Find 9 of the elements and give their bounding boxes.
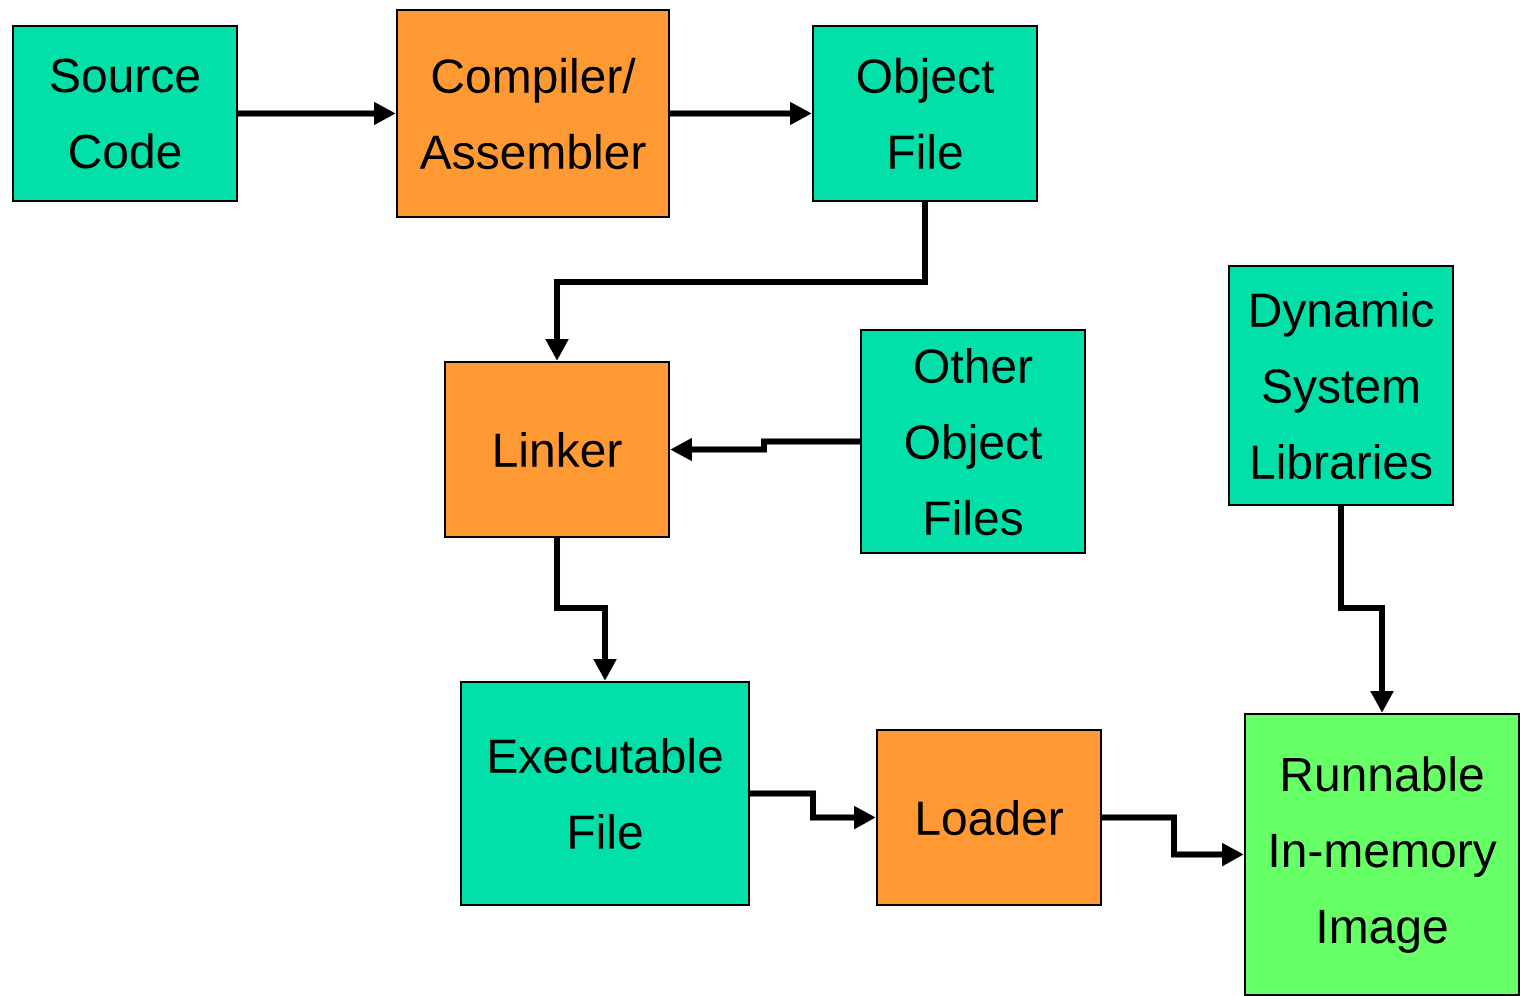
file-box: Dynamic System Libraries <box>1228 265 1454 506</box>
process-box: Loader <box>876 729 1102 906</box>
result-box: Runnable In-memory Image <box>1244 713 1520 996</box>
file-box: Source Code <box>12 25 238 202</box>
process-box: Compiler/ Assembler <box>396 9 670 218</box>
process-box: Linker <box>444 361 670 538</box>
file-box: Object File <box>812 25 1038 202</box>
file-box: Executable File <box>460 681 750 906</box>
file-box: Other Object Files <box>860 329 1086 554</box>
